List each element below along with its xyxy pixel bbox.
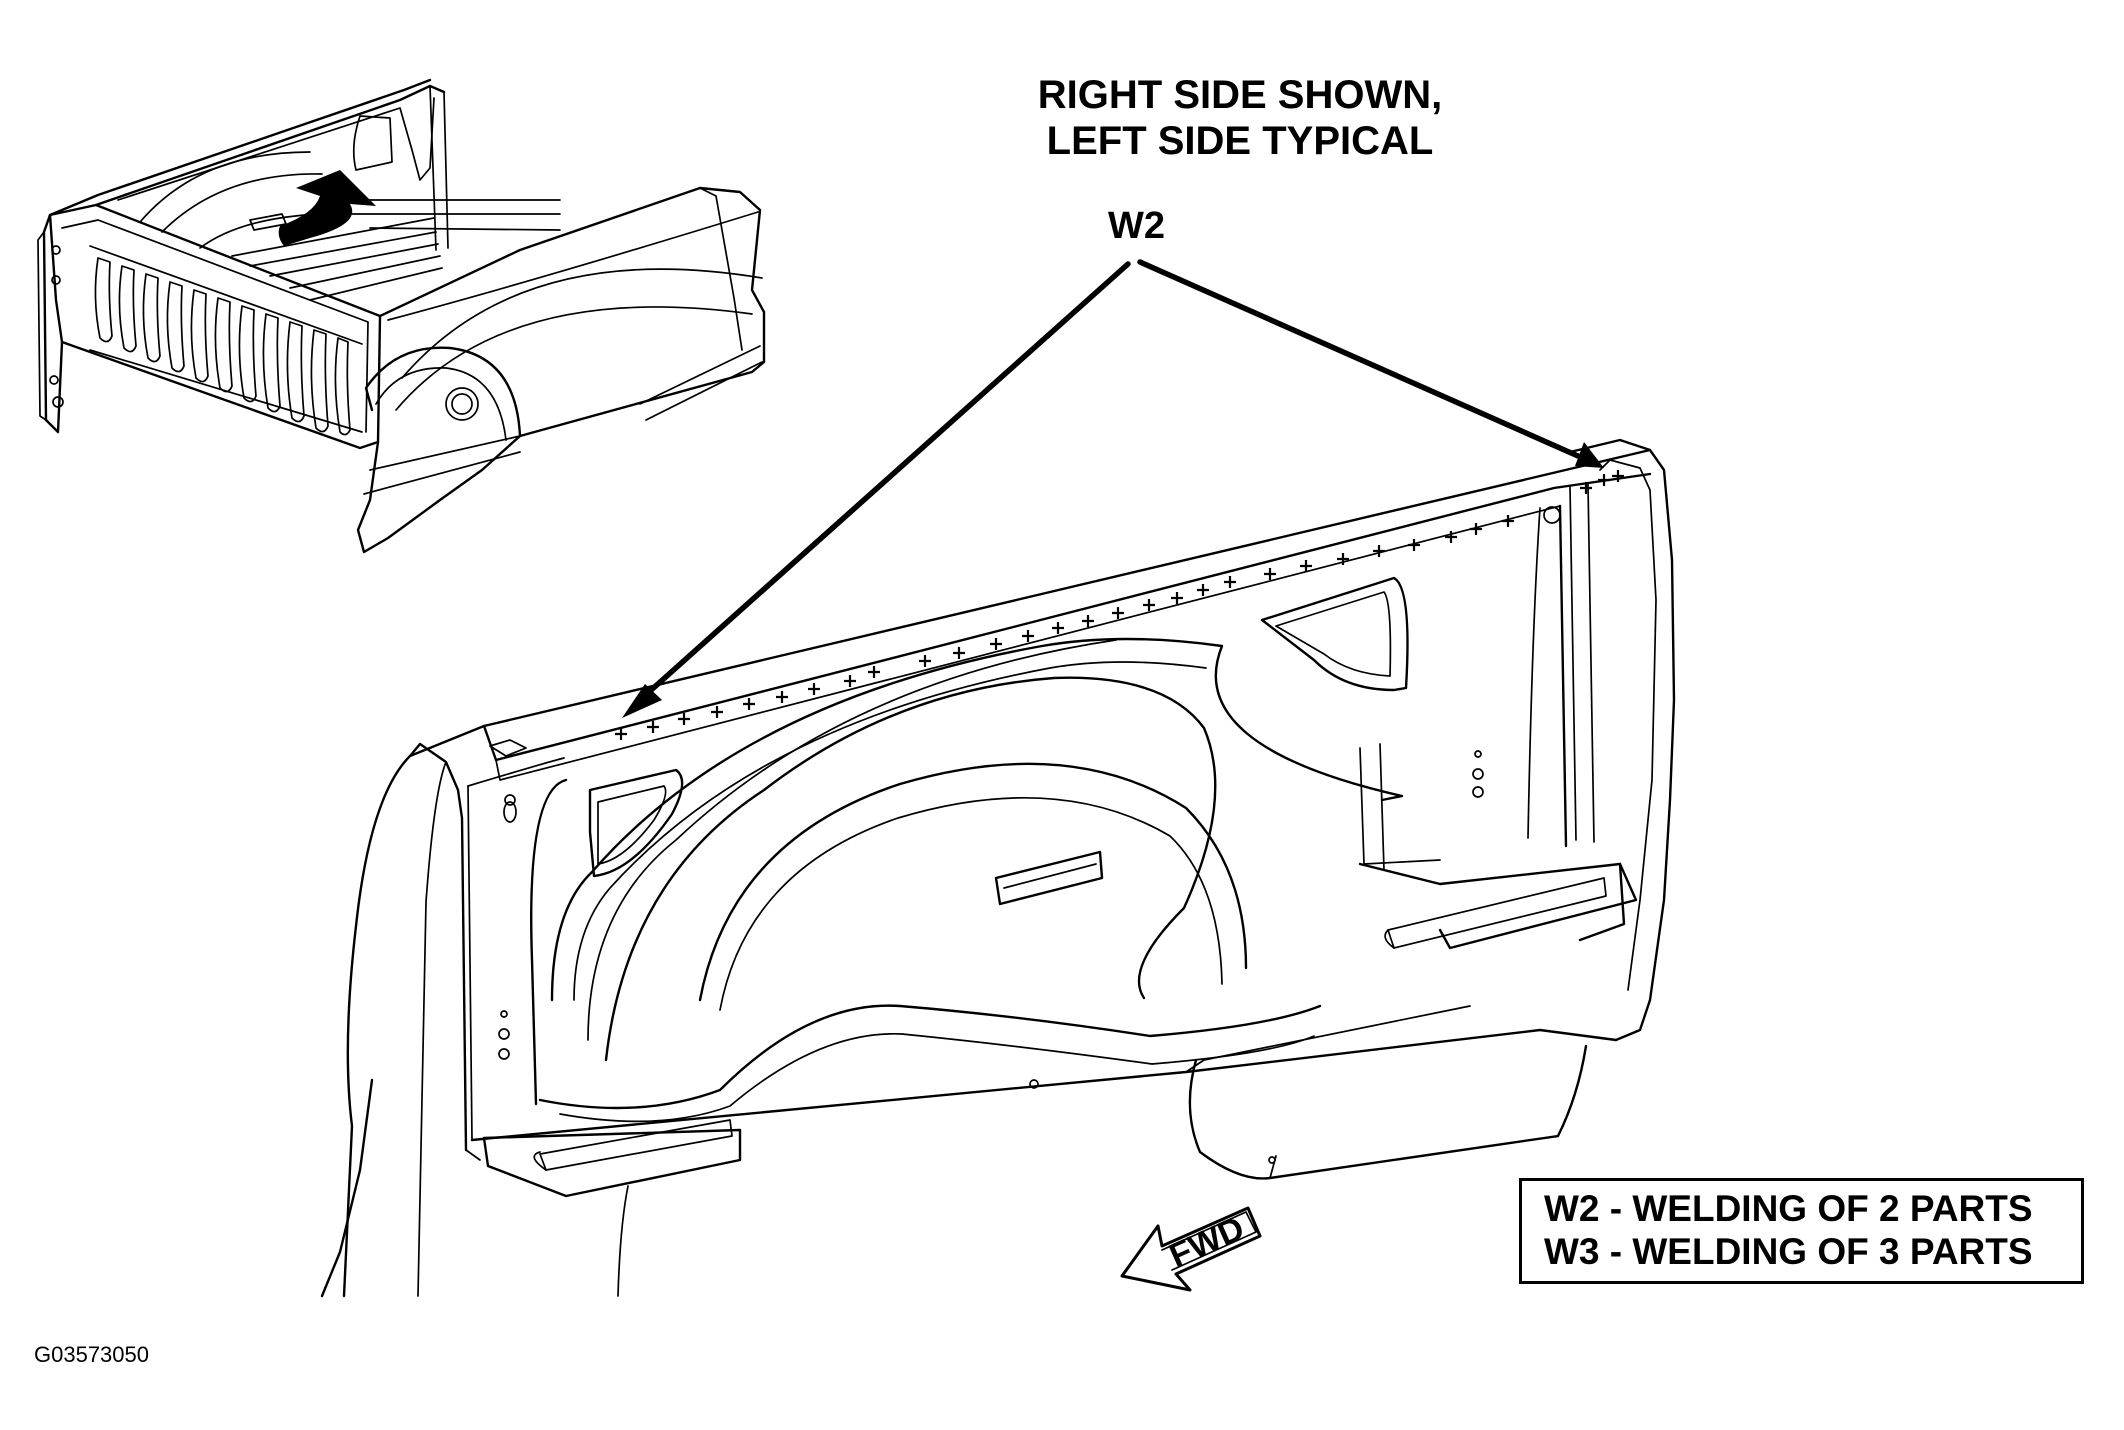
arrowhead-icon [1575, 442, 1604, 468]
view-note-line-1: RIGHT SIDE SHOWN, [1037, 73, 1443, 117]
fwd-arrow-icon: FWD [1120, 1206, 1262, 1292]
figure-id: G03573050 [34, 1342, 149, 1367]
locator-arrow-icon [278, 170, 376, 246]
w2-callout-label: W2 [1108, 205, 1165, 247]
fwd-label: FWD [1164, 1209, 1250, 1275]
inner-side-panel [320, 438, 1676, 1298]
legend-item-w3: W3 - WELDING OF 3 PARTS [1544, 1231, 2033, 1272]
legend-item-w2: W2 - WELDING OF 2 PARTS [1544, 1188, 2033, 1229]
weld-legend: W2 - WELDING OF 2 PARTS W3 - WELDING OF … [1519, 1178, 2084, 1284]
view-note-line-2: LEFT SIDE TYPICAL [1046, 119, 1434, 163]
truck-bed-inset [37, 78, 766, 554]
weld-markers-w2 [615, 470, 1624, 740]
arrowhead-icon [622, 684, 662, 718]
w2-leader-arrows [622, 259, 1604, 718]
view-note: RIGHT SIDE SHOWN, LEFT SIDE TYPICAL [960, 72, 1520, 164]
